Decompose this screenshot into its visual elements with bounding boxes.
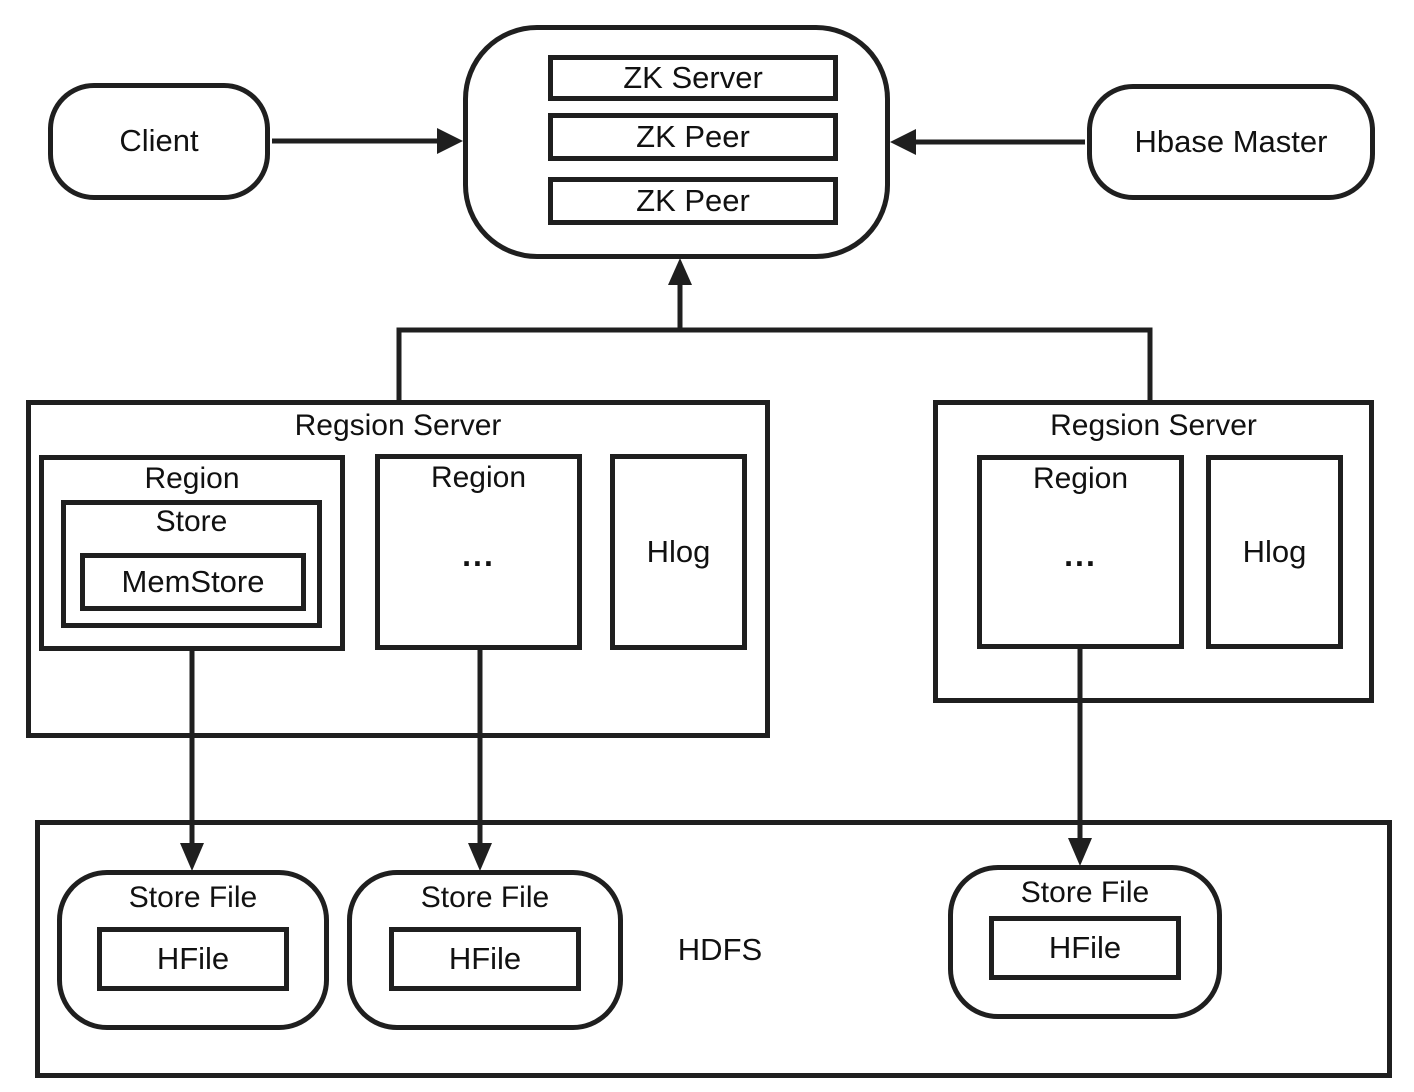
hbase-master-label: Hbase Master xyxy=(1134,123,1328,159)
store-title: Store xyxy=(155,505,228,538)
hfile-node: HFile xyxy=(989,916,1181,980)
zk-peer-node: ZK Peer xyxy=(548,177,838,225)
store-file-title: Store File xyxy=(128,881,258,914)
hfile-label: HFile xyxy=(156,940,230,976)
region-more-node-left: Region ... xyxy=(375,454,582,650)
hfile-node: HFile xyxy=(389,927,581,991)
hfile-label: HFile xyxy=(448,940,522,976)
hlog-node-right: Hlog xyxy=(1206,455,1343,649)
hbase-master-node: Hbase Master xyxy=(1087,84,1375,200)
store-file-node: Store File HFile xyxy=(57,870,329,1030)
region-server-right: Regsion Server Region ... Hlog xyxy=(933,400,1374,703)
region-server-left-title: Regsion Server xyxy=(294,409,502,442)
region-more-title: Region xyxy=(1032,462,1129,495)
region-servers-bus-line xyxy=(396,327,1153,400)
memstore-label: MemStore xyxy=(121,563,265,599)
client-label: Client xyxy=(119,123,199,159)
region-ellipsis: ... xyxy=(462,537,495,574)
zk-server-node: ZK Server xyxy=(548,55,838,101)
hdfs-label: HDFS xyxy=(677,932,763,967)
hlog-label: Hlog xyxy=(1242,533,1307,569)
region-server-right-title: Regsion Server xyxy=(1050,409,1257,442)
zookeeper-node: ZK Server ZK Peer ZK Peer xyxy=(463,25,890,259)
region-more-title: Region xyxy=(430,461,527,494)
arrowhead-up-icon xyxy=(668,258,692,285)
hlog-label: Hlog xyxy=(646,533,711,569)
memstore-node: MemStore xyxy=(80,553,306,611)
region-ellipsis: ... xyxy=(1064,537,1097,574)
arrowhead-left-icon xyxy=(890,129,916,155)
zk-peer-label: ZK Peer xyxy=(636,182,750,218)
region-more-node-right: Region ... xyxy=(977,455,1184,649)
client-node: Client xyxy=(48,83,270,200)
store-file-node: Store File HFile xyxy=(948,865,1222,1019)
zk-peer-node: ZK Peer xyxy=(548,113,838,161)
hlog-node-left: Hlog xyxy=(610,454,747,650)
store-file-title: Store File xyxy=(420,881,550,914)
hfile-label: HFile xyxy=(1048,929,1122,965)
region-server-left: Regsion Server Region Store MemStore Reg… xyxy=(26,400,770,738)
hfile-node: HFile xyxy=(97,927,289,991)
zk-server-label: ZK Server xyxy=(623,59,763,95)
store-node: Store MemStore xyxy=(61,500,322,628)
region-detail-node: Region Store MemStore xyxy=(39,455,345,651)
arrowhead-right-icon xyxy=(437,128,463,154)
store-file-title: Store File xyxy=(1020,876,1150,909)
zk-peer-label: ZK Peer xyxy=(636,118,750,154)
region-detail-title: Region xyxy=(144,462,240,495)
store-file-node: Store File HFile xyxy=(347,870,623,1030)
